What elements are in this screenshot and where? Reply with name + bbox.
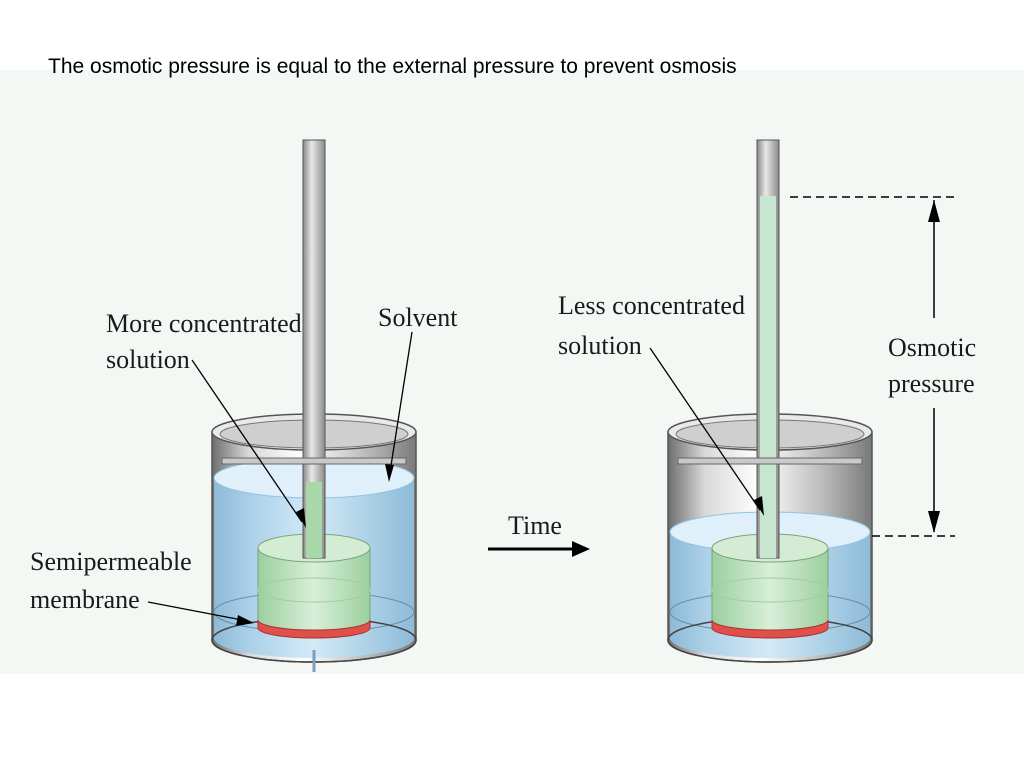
osmotic-pressure-dimension — [790, 196, 955, 537]
label-pressure: pressure — [888, 369, 975, 398]
label-less-concentrated-1: Less concentrated — [558, 291, 745, 320]
left-beaker — [211, 139, 417, 672]
label-more-concentrated-1: More concentrated — [106, 309, 302, 338]
right-beaker — [667, 139, 873, 663]
label-osmotic: Osmotic — [888, 333, 976, 362]
label-semipermeable-1: Semipermeable — [30, 547, 192, 576]
pointer-lines — [147, 331, 764, 626]
time-arrow — [488, 541, 590, 557]
label-more-concentrated-2: solution — [106, 345, 190, 374]
label-time: Time — [508, 511, 562, 540]
slide-title: The osmotic pressure is equal to the ext… — [48, 55, 737, 78]
label-less-concentrated-2: solution — [558, 331, 642, 360]
label-semipermeable-2: membrane — [30, 585, 140, 614]
label-solvent: Solvent — [378, 303, 458, 332]
